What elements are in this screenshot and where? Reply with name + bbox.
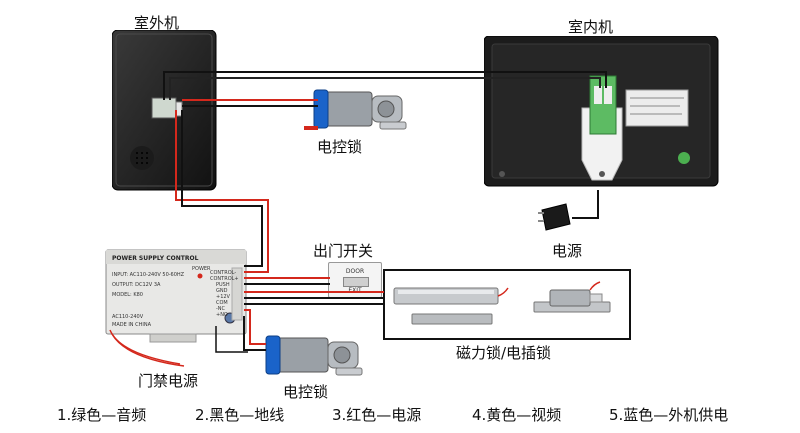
psu-terminal-4: +12V — [216, 294, 231, 300]
exit-button-door-text: DOOR — [345, 268, 365, 275]
psu-output: OUTPUT: DC12V 3A — [112, 282, 161, 288]
psu-model: MODEL: K80 — [112, 292, 143, 298]
legend-item-blue-outdoor-power: 5.蓝色—外机供电 — [609, 406, 729, 424]
indoor-unit-label: 室内机 — [568, 18, 614, 36]
magnetic-lock-group-label: 磁力锁/电插锁 — [456, 344, 552, 362]
psu-terminal-7: +NO — [216, 312, 228, 318]
magnetic-lock — [393, 287, 509, 325]
psu-power-led-label: POWER — [192, 266, 211, 272]
psu-title: POWER SUPPLY CONTROL — [112, 255, 199, 262]
electric-lock-top-label: 电控锁 — [317, 138, 363, 156]
electric-lock-bottom — [265, 335, 363, 376]
outdoor-unit — [112, 30, 217, 191]
electric-lock-bottom-label: 电控锁 — [283, 383, 329, 401]
power-adapter — [538, 203, 571, 231]
access-power-supply: POWER SUPPLY CONTROL INPUT: AC110-240V 5… — [105, 249, 247, 343]
psu-terminal-6: -NC — [216, 306, 226, 312]
psu-terminal-1: CONTROL+ — [210, 276, 239, 282]
power-adapter-label: 电源 — [552, 242, 583, 260]
legend-item-black-ground: 2.黑色—地线 — [195, 406, 285, 424]
psu-terminal-0: CONTROL- — [210, 270, 236, 276]
psu-made: MADE IN CHINA — [112, 322, 152, 328]
psu-ac-label: AC110-240V — [112, 314, 144, 320]
exit-button-exit-text: EXIT — [348, 287, 362, 294]
electric-bolt-lock — [533, 281, 611, 313]
exit-button-press-plate — [343, 277, 369, 287]
legend-item-green-audio: 1.绿色—音频 — [57, 406, 147, 424]
psu-terminal-5: COM — [216, 300, 228, 306]
outdoor-unit-label: 室外机 — [134, 14, 180, 32]
psu-terminal-3: GND — [216, 288, 228, 294]
access-power-label: 门禁电源 — [138, 372, 199, 390]
psu-terminal-2: PUSH — [216, 282, 230, 288]
legend-item-yellow-video: 4.黄色—视频 — [472, 406, 562, 424]
psu-input: INPUT: AC110-240V 50-60HZ — [112, 272, 185, 278]
legend-item-red-power: 3.红色—电源 — [332, 406, 422, 424]
exit-button-label: 出门开关 — [313, 242, 374, 260]
